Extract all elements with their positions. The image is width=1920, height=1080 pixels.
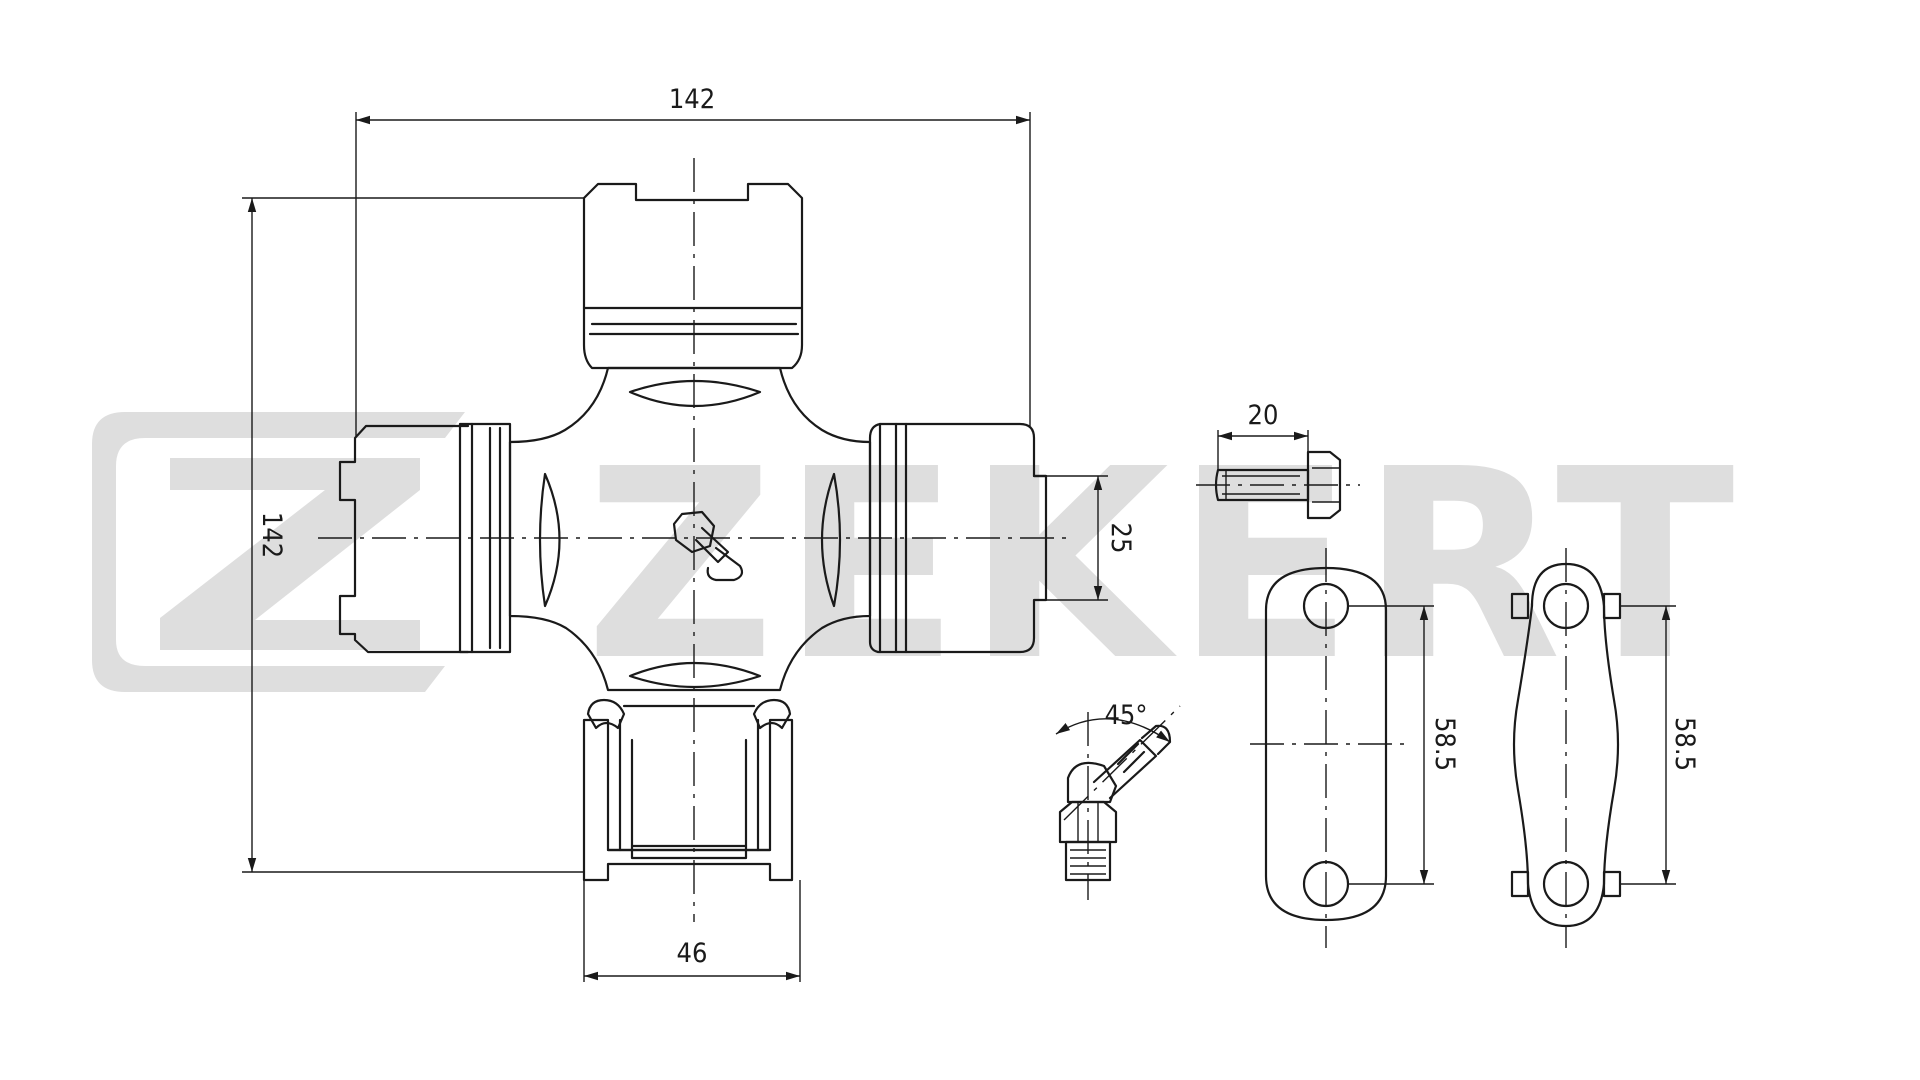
dim-cross-height-label: 142 [256, 512, 287, 558]
dim-cross-height: 142 [242, 197, 584, 873]
dim-cup-diameter: 46 [583, 880, 801, 982]
dim-cup-diameter-label: 46 [677, 938, 708, 969]
angled-grease-nipple: 45° [1055, 700, 1181, 900]
lock-plate-shaped: 58.5 [1510, 548, 1700, 948]
dim-cross-width: 142 [355, 84, 1031, 436]
brand-watermark: ZEKERT [92, 412, 1741, 718]
dim-lock-plate-hole-spacing-label: 58.5 [1669, 717, 1700, 771]
bolt-part: 20 [1196, 400, 1360, 520]
top-bearing-cup [582, 182, 804, 370]
dim-nipple-angle-label: 45° [1104, 700, 1147, 731]
dim-trunnion-diameter: 25 [1046, 475, 1136, 601]
lock-plate-straight: 58.5 [1250, 548, 1460, 948]
dim-cross-width-label: 142 [669, 84, 715, 115]
dim-trunnion-diameter-label: 25 [1105, 523, 1136, 554]
center-grease-nipple [672, 510, 744, 582]
dim-plate-hole-spacing-label: 58.5 [1429, 717, 1460, 771]
bottom-bearing-cup-section [582, 698, 794, 882]
cross-centerlines [318, 158, 1072, 922]
brand-wordmark: ZEKERT [585, 413, 1741, 718]
dim-bolt-length-label: 20 [1248, 400, 1279, 431]
cross-body [508, 366, 872, 692]
